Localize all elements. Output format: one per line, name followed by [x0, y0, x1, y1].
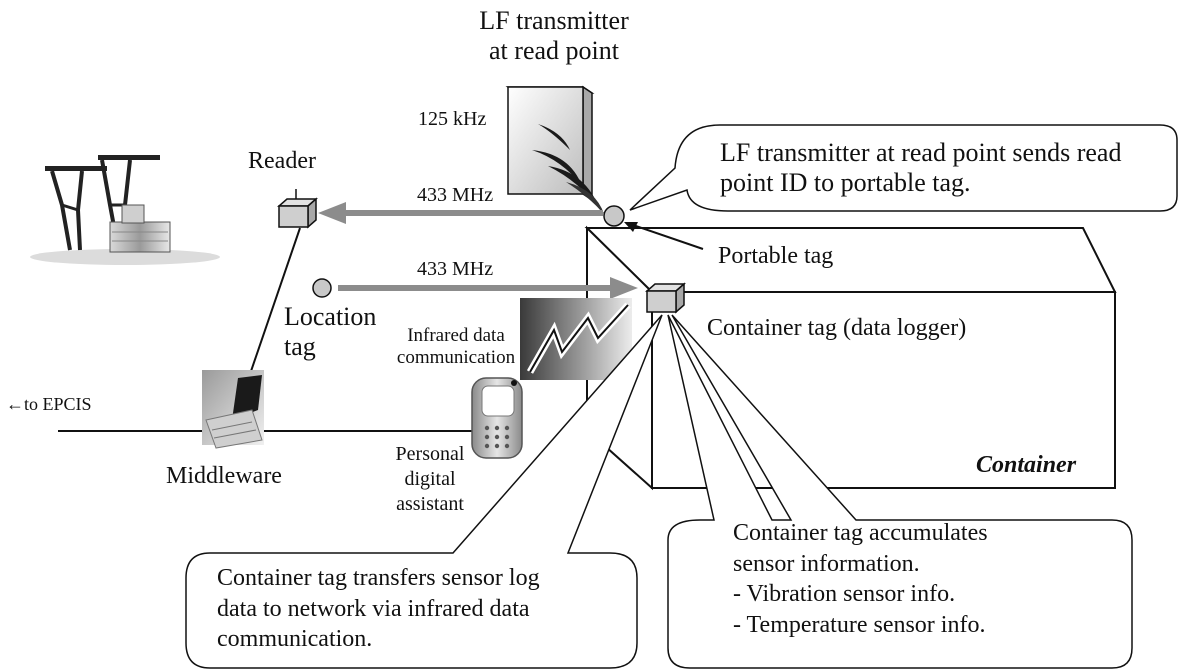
- callout-transfers-line2: data to network via infrared data: [217, 595, 530, 622]
- callout-lf-sends-bubble: [629, 124, 1178, 212]
- pda-label: Personal digital assistant: [378, 442, 482, 517]
- portable-tag-pointer: [629, 223, 704, 250]
- location-tag-label: Location tag: [284, 302, 376, 362]
- callout-lf-sends-line1: LF transmitter at read point sends read: [720, 138, 1122, 167]
- laptop-icon: [202, 370, 264, 449]
- pda-label-line2: digital: [404, 468, 456, 490]
- location-tag-label-line1: Location: [284, 302, 377, 331]
- port-crane-ship-icon: [30, 155, 220, 265]
- callout-accumulates-bubble: [667, 314, 1133, 669]
- arrow-433-to-reader-head: [318, 202, 346, 224]
- lf-transmitter-label: LF transmitter at read point: [440, 6, 668, 66]
- location-tag-label-line2: tag: [284, 331, 316, 361]
- callout-accumulates-line4: - Temperature sensor info.: [733, 612, 986, 639]
- reader-label: Reader: [248, 148, 316, 174]
- callout-accumulates-line2: sensor information.: [733, 550, 920, 577]
- callout-transfers-bubble: [185, 314, 663, 669]
- pda-label-line1: Personal: [395, 443, 465, 465]
- callout-accumulates-line3: - Vibration sensor info.: [733, 581, 956, 608]
- to-epcis-label: ←to EPCIS: [6, 394, 92, 414]
- infrared-label-line1: Infrared data: [407, 325, 505, 346]
- infrared-label-line2: communication: [396, 346, 516, 368]
- portable-tag-icon: [603, 205, 625, 227]
- container-box: [584, 225, 1117, 491]
- callout-lf-sends: LF transmitter at read point sends read …: [720, 138, 1121, 198]
- pda-icon: [471, 377, 523, 459]
- portable-tag-label: Portable tag: [718, 243, 834, 269]
- pda-label-line3: assistant: [396, 493, 464, 515]
- freq-433-mid-label: 433 MHz: [417, 258, 494, 280]
- reader-icon: [277, 189, 318, 229]
- container-tag-label: Container tag (data logger): [707, 315, 967, 341]
- infrared-icon: [520, 298, 632, 380]
- lf-transmitter-icon: [505, 85, 604, 214]
- container-label: Container: [976, 452, 1077, 478]
- location-tag-icon: [312, 278, 332, 298]
- callout-accumulates: Container tag accumulates sensor informa…: [733, 518, 988, 641]
- callout-transfers-line1: Container tag transfers sensor log: [217, 565, 540, 591]
- callout-lf-sends-line2: point ID to portable tag.: [720, 167, 971, 197]
- arrow-433-to-container-head: [610, 277, 638, 299]
- lf-transmitter-label-line1: LF transmitter: [479, 6, 629, 35]
- middleware-label: Middleware: [166, 463, 282, 489]
- callout-transfers-line3: communication.: [217, 626, 373, 653]
- container-top-face: [584, 227, 1117, 293]
- callout-accumulates-line1: Container tag accumulates: [733, 520, 988, 546]
- infrared-label: Infrared data communication: [386, 325, 526, 369]
- lf-transmitter-label-line2: at read point: [489, 35, 619, 65]
- callout-transfers: Container tag transfers sensor log data …: [217, 563, 540, 655]
- container-tag-icon: [645, 282, 686, 314]
- freq-433-top-label: 433 MHz: [417, 184, 494, 206]
- freq-125-label: 125 kHz: [418, 108, 487, 130]
